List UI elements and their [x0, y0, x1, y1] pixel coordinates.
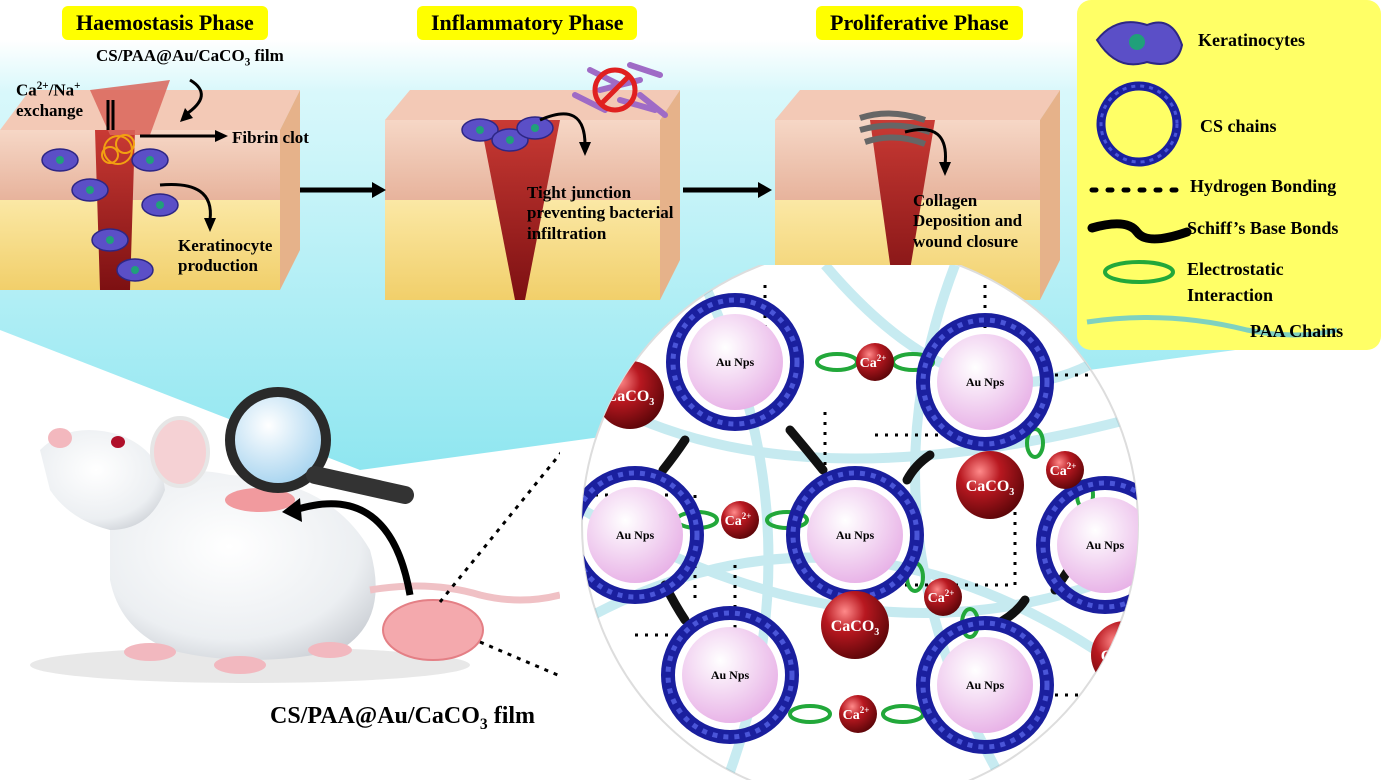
legend-icons — [1086, 21, 1338, 338]
skin-diagrams — [0, 62, 1060, 300]
legend-hydrogen-bonding: Hydrogen Bonding — [1190, 176, 1337, 196]
legend-keratinocytes: Keratinocytes — [1198, 30, 1305, 50]
mouse-eye — [111, 436, 125, 448]
au-np-node: Au Nps — [916, 313, 1054, 451]
network-zoom: Au Nps Au Nps Au Nps Au Nps Au Nps Au Nps Au N… — [575, 265, 1145, 780]
caco3-node: CaCO3 — [956, 451, 1024, 519]
au-np-node: Au Nps — [1036, 476, 1138, 614]
phase-title-proliferative: Proliferative Phase — [816, 6, 1023, 40]
electrostatic-icon — [1103, 260, 1175, 284]
au-np-label: Au Nps — [711, 668, 750, 682]
caco3-label: CaCO3 — [831, 618, 880, 638]
mouse-ear — [150, 416, 210, 488]
caco3-node: CaCO3 — [596, 361, 664, 429]
exchange-label: Ca2+/Na+exchange — [16, 80, 84, 121]
caco3-label: CaCO3 — [606, 388, 655, 408]
legend-schiff-base: Schiff’s Base Bonds — [1187, 218, 1339, 238]
keratinocyte-icon — [1095, 21, 1184, 66]
caco3-label: CaCO3 — [1101, 648, 1145, 668]
au-np-label: Au Nps — [966, 678, 1005, 692]
caco3-node: CaCO3 — [575, 661, 609, 729]
au-np-label: Au Nps — [716, 355, 755, 369]
caco3-node: CaCO3 — [821, 591, 889, 659]
wound-patch — [225, 488, 295, 512]
au-np-label: Au Nps — [966, 375, 1005, 389]
magnifier-icon — [225, 387, 331, 493]
ca-ion-node: Ca2+ — [1046, 451, 1084, 489]
skin-block-inflammatory — [385, 90, 680, 300]
legend-cs-chains: CS chains — [1200, 116, 1277, 136]
phase-arrows — [300, 182, 772, 198]
paa-chain-icon — [1086, 315, 1338, 338]
au-np-label: Au Nps — [1086, 538, 1125, 552]
film-disc — [382, 599, 484, 661]
phase-title-inflammatory: Inflammatory Phase — [417, 6, 638, 40]
phase-title-haemostasis: Haemostasis Phase — [62, 6, 268, 40]
ca-ion-node: Ca2+ — [924, 578, 962, 616]
caco3-label: CaCO3 — [966, 478, 1015, 498]
legend-paa-chains: PAA Chains — [1250, 321, 1344, 341]
mouse-illustration — [30, 387, 560, 683]
ca-ion-node: Ca2+ — [856, 343, 894, 381]
no-bacteria-icon — [592, 67, 638, 113]
au-np-node: Au Nps — [661, 606, 799, 744]
film-caption: CS/PAA@Au/CaCO3 film — [270, 703, 536, 733]
ca-ion-node: Ca2+ — [839, 695, 877, 733]
au-np-label: Au Nps — [616, 528, 655, 542]
skin-block-haemostasis — [0, 80, 300, 290]
ca-ion-node: Ca2+ — [721, 501, 759, 539]
caco3-label: CaCO3 — [575, 688, 599, 708]
au-np-node: Au Nps — [916, 616, 1054, 754]
mouse-nose — [48, 428, 72, 448]
au-np-node: Au Nps — [582, 466, 704, 604]
cs-chain-icon — [1096, 81, 1182, 167]
au-np-node: Au Nps — [666, 293, 804, 431]
fibrin-clot-label: Fibrin clot — [232, 128, 309, 147]
au-np-label: Au Nps — [836, 528, 875, 542]
schiff-base-icon — [1087, 219, 1192, 244]
film-label-top: CS/PAA@Au/CaCO3 film — [96, 46, 284, 69]
au-np-node: Au Nps — [786, 466, 924, 604]
